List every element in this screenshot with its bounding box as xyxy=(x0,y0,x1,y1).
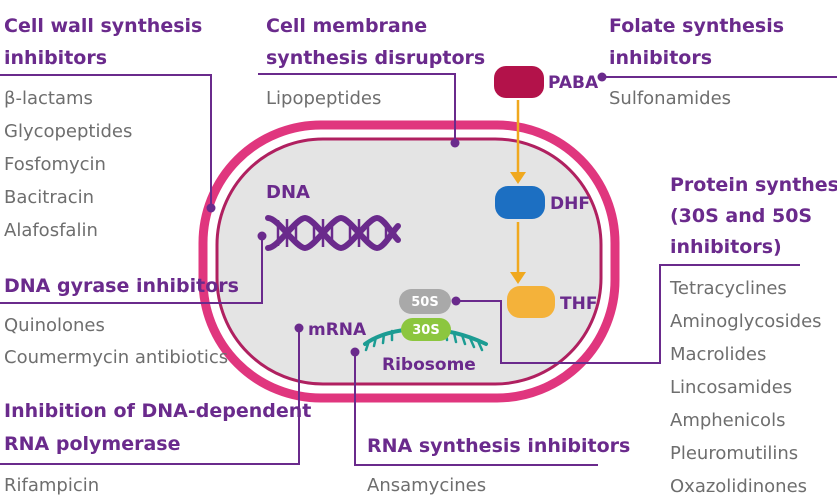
thf-label: THF xyxy=(560,294,597,314)
arrowhead-dhf-thf xyxy=(510,272,526,284)
leader-gyrase xyxy=(0,236,263,304)
dna-strand-a xyxy=(265,214,401,252)
folate-pathway xyxy=(494,66,555,318)
leader-dot-protein xyxy=(451,296,461,306)
ribosome xyxy=(363,289,488,352)
dna-label: DNA xyxy=(266,182,310,203)
panel-title: inhibitors xyxy=(4,47,107,69)
drug-item: Lincosamides xyxy=(670,377,792,398)
drug-item: Tetracyclines xyxy=(669,278,787,299)
leader-dot-rna-syn xyxy=(350,347,360,357)
drug-item: Coumermycin antibiotics xyxy=(4,347,228,368)
drug-item: Quinolones xyxy=(4,315,105,336)
leader-rna-syn xyxy=(354,352,598,466)
leader-dot-cell-wall xyxy=(206,203,216,213)
drug-item: Aminoglycosides xyxy=(670,311,822,332)
arrowhead-paba-dhf xyxy=(510,172,526,184)
panel-rna-syn: RNA synthesis inhibitors Ansamycines xyxy=(367,435,630,496)
outer-membrane xyxy=(198,120,620,403)
leader-cell-wall xyxy=(0,74,212,208)
panel-title: Cell wall synthesis xyxy=(4,15,202,37)
panel-cell-wall: Cell wall synthesis inhibitors β-lactams… xyxy=(4,15,202,241)
panel-title: Cell membrane xyxy=(266,15,427,37)
drug-item: Lipopeptides xyxy=(266,88,381,109)
paba-pill xyxy=(494,66,544,98)
dhf-pill xyxy=(495,186,545,219)
panel-title: inhibitors xyxy=(609,47,712,69)
drug-item: Fosfomycin xyxy=(4,154,106,175)
leader-dot-rna-pol xyxy=(294,323,304,333)
panel-folate: Folate synthesis inhibitors Sulfonamides xyxy=(609,15,784,109)
panel-title: inhibitors) xyxy=(670,236,782,258)
drug-item: Sulfonamides xyxy=(609,88,731,109)
inner-membrane xyxy=(215,137,603,386)
dna-strand-b xyxy=(265,214,401,252)
dhf-label: DHF xyxy=(550,194,590,214)
drug-item: Glycopeptides xyxy=(4,121,132,142)
mrna-label: mRNA xyxy=(308,320,367,340)
subunit-50s-label: 50S xyxy=(411,295,438,310)
panel-rna-pol: Inhibition of DNA-dependent RNA polymera… xyxy=(4,400,311,496)
subunit-30s xyxy=(401,318,451,341)
drug-item: Bacitracin xyxy=(4,187,94,208)
leader-dot-folate xyxy=(597,72,607,82)
dna-helix xyxy=(265,214,401,252)
panel-title: Protein synthesis xyxy=(670,174,837,196)
leader-protein xyxy=(456,264,800,364)
drug-item: Pleuromutilins xyxy=(670,443,798,464)
drug-item: Ansamycines xyxy=(367,475,486,496)
panel-title: DNA gyrase inhibitors xyxy=(4,275,239,297)
leader-rna-pol xyxy=(0,328,300,465)
paba-label: PABA xyxy=(548,73,599,93)
ribosome-label: Ribosome xyxy=(382,355,476,375)
drug-item: Rifampicin xyxy=(4,475,99,496)
subunit-30s-label: 30S xyxy=(412,323,439,338)
panel-protein: Protein synthesis (30S and 50S inhibitor… xyxy=(669,174,837,497)
drug-item: Macrolides xyxy=(670,344,766,365)
panel-membrane: Cell membrane synthesis disruptors Lipop… xyxy=(266,15,485,109)
panel-title: RNA polymerase xyxy=(4,433,180,455)
cell-labels: DNA mRNA Ribosome 50S 30S PABA DHF THF xyxy=(266,73,599,375)
panel-title: (30S and 50S xyxy=(670,205,812,227)
mrna-ticks xyxy=(364,329,484,352)
leader-dot-membrane xyxy=(450,138,460,148)
leader-lines xyxy=(0,72,837,466)
panel-title: Folate synthesis xyxy=(609,15,784,37)
drug-item: Oxazolidinones xyxy=(670,476,807,497)
panel-gyrase: DNA gyrase inhibitors Quinolones Coumerm… xyxy=(4,275,239,368)
drug-item: β-lactams xyxy=(4,88,93,109)
leader-membrane xyxy=(258,73,456,143)
subunit-50s xyxy=(399,289,451,314)
leader-dot-gyrase xyxy=(257,231,267,241)
thf-pill xyxy=(507,286,555,318)
panel-title: RNA synthesis inhibitors xyxy=(367,435,630,457)
panel-title: synthesis disruptors xyxy=(266,47,485,69)
drug-item: Alafosfalin xyxy=(4,220,98,241)
drug-item: Amphenicols xyxy=(670,410,785,431)
panel-title: Inhibition of DNA-dependent xyxy=(4,400,311,422)
